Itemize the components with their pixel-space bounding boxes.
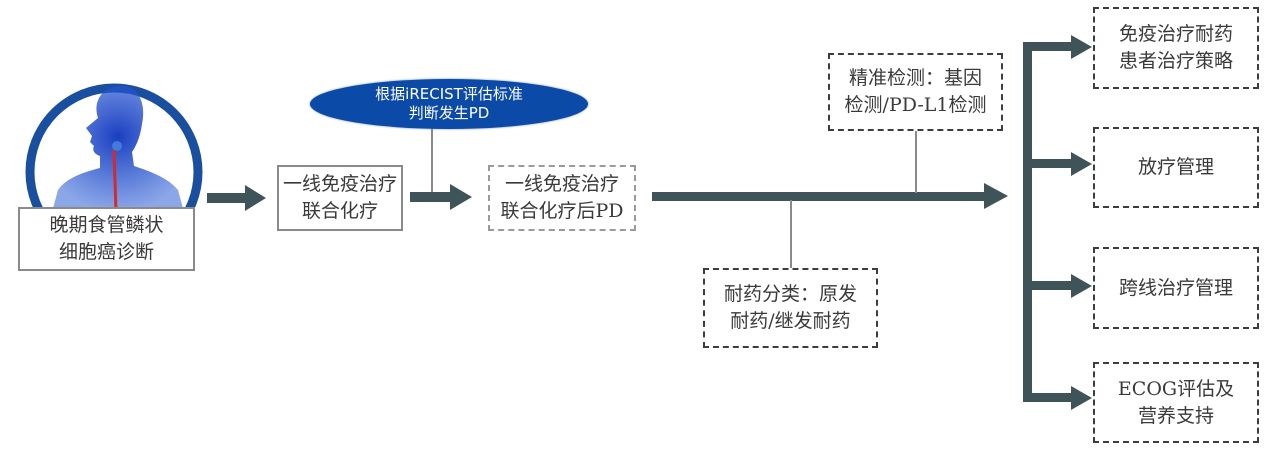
outcome-3-line-1: 跨线治疗管理 <box>1118 276 1233 299</box>
outcome-box-cross-line: 跨线治疗管理 <box>1093 247 1259 329</box>
precision-testing-line-1: 精准检测：基因 <box>848 67 982 89</box>
diagnosis-box: 晚期食管鳞状 细胞癌诊断 <box>18 207 195 271</box>
outcome-2-line-1: 放疗管理 <box>1137 156 1214 178</box>
precision-testing-box: 精准检测：基因 检测/PD-L1检测 <box>828 53 1003 131</box>
outcome-box-ecog-nutrition: ECOG评估及 营养支持 <box>1093 362 1259 443</box>
branch-trunk <box>1023 35 1092 410</box>
arrow-diagnosis-to-first-line <box>207 185 266 211</box>
progression-label-line-2: 联合化疗后PD <box>500 200 624 222</box>
outcome-1-line-2: 患者治疗策略 <box>1118 50 1233 72</box>
arrow-main-timeline <box>652 183 1008 209</box>
outcome-1-line-1: 免疫治疗耐药 <box>1118 23 1233 45</box>
diagnosis-label-line-1: 晚期食管鳞状 <box>49 214 164 236</box>
resistance-line-2: 耐药/继发耐药 <box>730 310 851 332</box>
irecist-criteria-ellipse: 根据iRECIST评估标准 判断发生PD <box>310 79 588 129</box>
outcome-4-line-2: 营养支持 <box>1137 404 1214 427</box>
arrow-first-line-to-progression <box>410 184 472 210</box>
criteria-label-line-1: 根据iRECIST评估标准 <box>375 85 523 103</box>
first-line-treatment-box: 一线免疫治疗 联合化疗 <box>277 165 403 231</box>
criteria-label-line-2: 判断发生PD <box>408 104 490 122</box>
first-line-label-line-1: 一线免疫治疗 <box>282 173 397 195</box>
resistance-line-1: 耐药分类：原发 <box>723 283 857 305</box>
outcome-4-line-1: ECOG评估及 <box>1117 377 1235 400</box>
first-line-label-line-2: 联合化疗 <box>301 200 378 222</box>
diagnosis-label-line-2: 细胞癌诊断 <box>58 241 154 263</box>
precision-testing-line-2: 检测/PD-L1检测 <box>844 94 987 116</box>
resistance-classification-box: 耐药分类：原发 耐药/继发耐药 <box>703 268 878 348</box>
outcome-box-resistance-strategy: 免疫治疗耐药 患者治疗策略 <box>1093 7 1259 89</box>
outcome-box-radiotherapy: 放疗管理 <box>1093 127 1259 208</box>
progression-label-line-1: 一线免疫治疗 <box>504 173 619 195</box>
progression-box: 一线免疫治疗 联合化疗后PD <box>488 165 636 231</box>
